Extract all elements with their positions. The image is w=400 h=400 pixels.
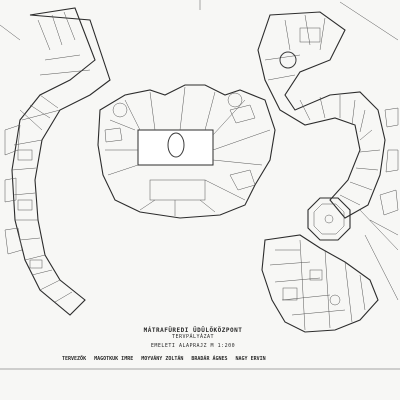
competition-label: TERVPÁLYÁZAT (171, 334, 215, 340)
central-block (97, 84, 276, 219)
author-label: TERVEZŐK (62, 356, 87, 362)
right-upper-wing (257, 11, 399, 219)
author-name: MOYVÁNY ZOLTÁN (141, 356, 184, 362)
author-name: MAGOTKUK IMRE (94, 356, 134, 362)
author-name: NAGY ERVIN (235, 356, 266, 362)
construction-lines (0, 1, 399, 301)
octagon-pavilion (307, 197, 351, 241)
authors-line: TERVEZŐK MAGOTKUK IMRE MOYVÁNY ZOLTÁN BR… (62, 356, 266, 362)
drawing-subtitle: EMELETI ALAPRAJZ M 1:200 (150, 343, 236, 349)
author-name: BRADÁR ÁGNES (191, 356, 228, 362)
right-lower-wing (261, 234, 379, 333)
project-title: MÁTRAFÜREDI ÜDÜLŐKÖZPONT (143, 327, 243, 334)
left-wing (4, 7, 111, 316)
